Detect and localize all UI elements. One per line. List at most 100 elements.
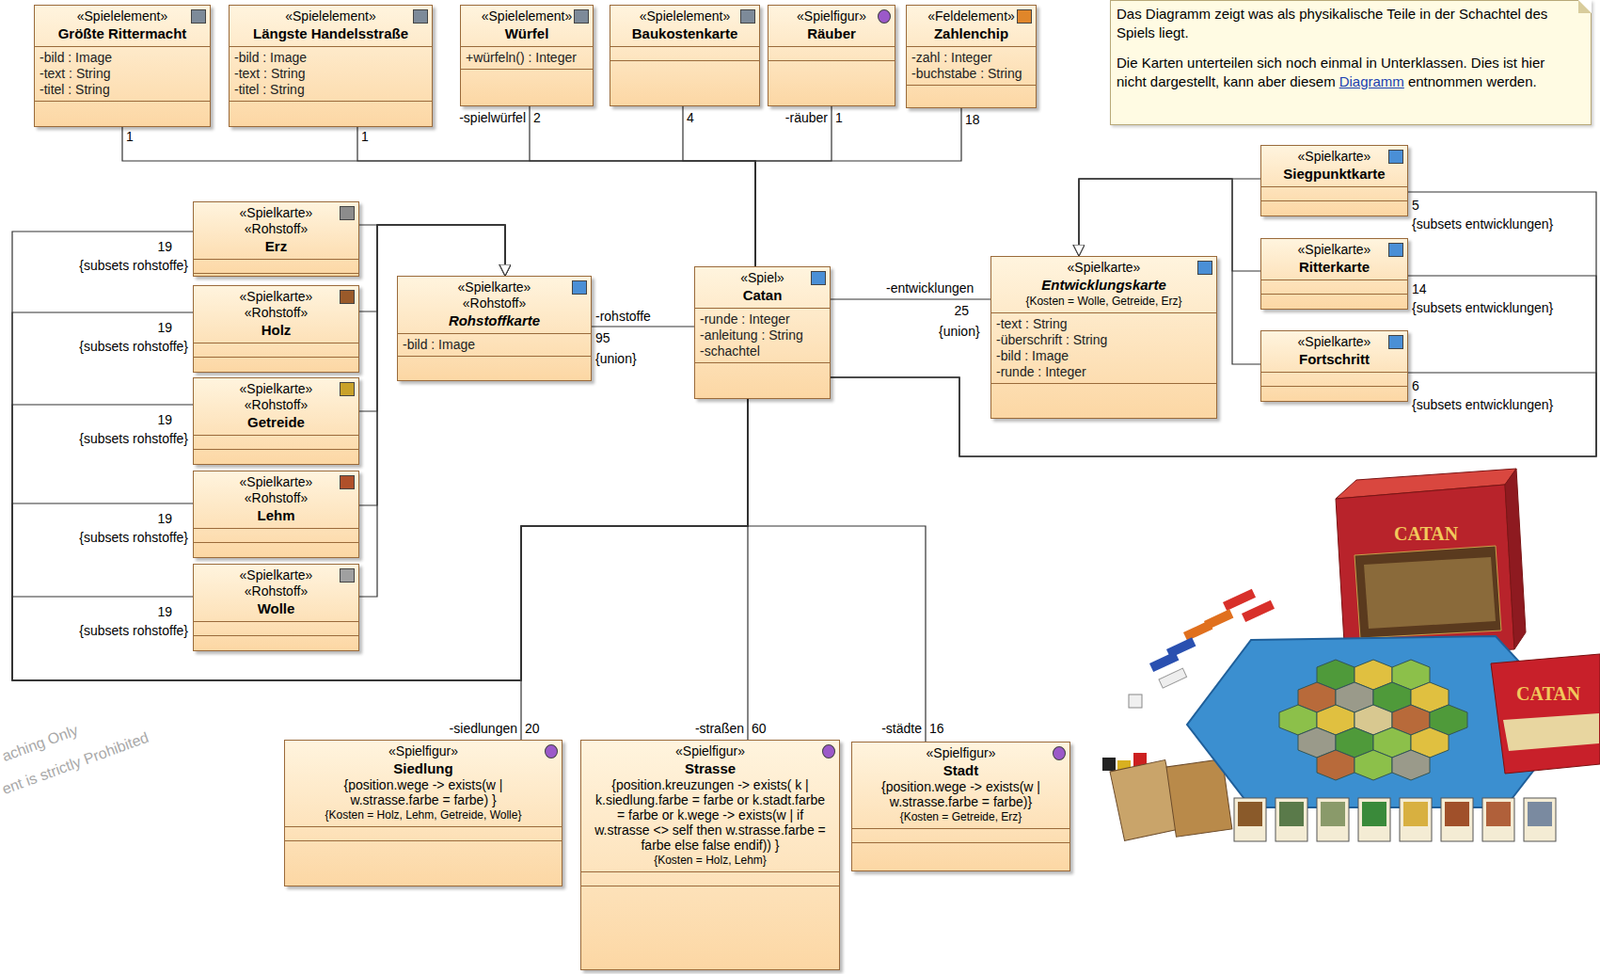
operation-compartment — [193, 449, 359, 464]
role-label: 16 — [929, 720, 945, 736]
class-name: Stadt — [865, 760, 1057, 779]
class-box: «Spielkarte»«Rohstoff»Rohstoffkarte-bild… — [396, 275, 592, 381]
class-name: Erz — [206, 237, 346, 255]
attribute-compartment — [193, 435, 359, 450]
name-compartment: «Spielfigur»Räuber — [768, 5, 895, 48]
attribute-compartment — [1261, 187, 1408, 202]
note-text: entnommen werden. — [1408, 73, 1537, 90]
operation-compartment — [1261, 201, 1408, 216]
operation-compartment — [193, 273, 359, 276]
association-line — [12, 398, 748, 681]
attribute: -zahl : Integer — [911, 49, 1031, 66]
name-compartment: «Spielfigur»Stadt{position.wege -> exist… — [852, 742, 1070, 829]
association-line — [12, 398, 748, 681]
operation-compartment — [193, 357, 359, 372]
class-name: Zahlenchip — [919, 24, 1023, 43]
class-name: Entwicklungskarte — [1004, 275, 1204, 294]
attribute: -runde : Integer — [699, 311, 825, 328]
cost-constraint: {Kosten = Getreide, Erz} — [865, 808, 1057, 824]
class-name: Getreide — [206, 412, 346, 431]
role-label: -siedlungen — [449, 720, 518, 736]
stereotype: «Spielkarte» — [1004, 259, 1204, 276]
class-name: Längste Handelsstraße — [242, 24, 419, 43]
attribute: -schachtel — [699, 343, 825, 360]
stereotype-icon — [1016, 9, 1032, 24]
role-label: 95 — [595, 330, 611, 346]
class-box: «Spielkarte»«Rohstoff»Lehm — [192, 470, 360, 558]
class-box: «Spielkarte»«Rohstoff»Erz — [192, 201, 360, 277]
class-name: Räuber — [781, 24, 882, 43]
class-name: Baukostenkarte — [623, 24, 746, 43]
stereotype: «Spielkarte» — [206, 380, 346, 397]
role-label: 1 — [835, 110, 843, 126]
name-compartment: «Spielelement»Größte Rittermacht — [34, 5, 210, 48]
operation-compartment — [1261, 386, 1408, 401]
stereotype: «Feldelement» — [919, 8, 1023, 25]
class-box: «Spielkarte»«Rohstoff»Holz — [192, 285, 360, 373]
class-name: Strasse — [594, 759, 826, 777]
class-name: Wolle — [206, 599, 346, 618]
stereotype-icon — [190, 9, 206, 24]
name-compartment: «Spielfigur»Siedlung{position.wege -> ex… — [285, 740, 562, 827]
stereotype: «Rohstoff» — [206, 490, 346, 507]
stereotype: «Spielkarte» — [206, 474, 346, 491]
operation-compartment — [695, 363, 830, 398]
operation-compartment — [460, 69, 593, 106]
attribute-compartment — [768, 47, 895, 62]
class-name: Siedlung — [298, 759, 549, 777]
name-compartment: «Spielelement»Längste Handelsstraße — [229, 5, 432, 48]
role-label: 19 — [157, 510, 173, 526]
attribute: -bild : Image — [234, 49, 428, 66]
name-compartment: «Spielkarte»«Rohstoff»Lehm — [193, 471, 359, 529]
note-box: Das Diagramm zeigt was als physikalische… — [1109, 0, 1592, 126]
stereotype: «Spielkarte» — [1274, 241, 1395, 258]
role-label: 5 — [1411, 197, 1420, 213]
name-compartment: «Spielelement»Baukostenkarte — [610, 5, 760, 48]
class-box: «Feldelement»Zahlenchip-zahl : Integer-b… — [905, 4, 1037, 109]
stereotype-icon — [1197, 260, 1213, 275]
stereotype: «Spielkarte» — [411, 279, 578, 296]
class-box: «Spielfigur»Siedlung{position.wege -> ex… — [284, 739, 563, 887]
role-label: -rohstoffe — [595, 308, 651, 324]
role-label: -städte — [881, 720, 922, 736]
note-paragraph: Die Karten unterteilen sich noch einmal … — [1116, 53, 1563, 92]
association-line — [357, 126, 756, 267]
name-compartment: «Spielelement»Würfel — [460, 5, 593, 48]
role-label: {subsets rohstoffe} — [79, 430, 189, 446]
class-box: «Spielkarte»Entwicklungskarte{Kosten = W… — [990, 255, 1218, 419]
stereotype: «Spielelement» — [47, 8, 197, 25]
role-label: 19 — [157, 319, 173, 335]
role-label: 25 — [953, 302, 969, 318]
stereotype-icon — [339, 205, 355, 221]
role-label: 4 — [686, 110, 695, 126]
stereotype-icon — [544, 744, 558, 759]
cost-constraint: {Kosten = Holz, Lehm} — [594, 852, 826, 868]
role-label: 2 — [533, 110, 541, 126]
stereotype-icon — [740, 9, 756, 24]
association-line — [12, 398, 748, 681]
class-box: «Spielkarte»«Rohstoff»Wolle — [192, 563, 360, 651]
class-box: «Spielfigur»Strasse{position.kreuzungen … — [580, 739, 840, 970]
attribute-compartment: -bild : Image-text : String-titel : Stri… — [229, 47, 432, 102]
generalization-arrow — [359, 224, 506, 276]
class-box: «Spiel»Catan-runde : Integer-anleitung :… — [694, 266, 831, 399]
stereotype-icon — [1388, 334, 1404, 349]
operation-compartment — [852, 842, 1070, 871]
role-label: -räuber — [785, 110, 828, 126]
class-name: Größte Rittermacht — [47, 24, 197, 43]
role-label: {subsets entwicklungen} — [1411, 216, 1553, 232]
stereotype: «Spielkarte» — [206, 205, 346, 222]
class-name: Lehm — [206, 506, 346, 524]
stereotype: «Spielfigur» — [298, 743, 549, 760]
role-label: 19 — [157, 603, 173, 619]
stereotype: «Spielfigur» — [781, 8, 882, 25]
association-line — [755, 108, 962, 267]
class-box: «Spielelement»Baukostenkarte — [609, 4, 761, 107]
attribute-compartment — [193, 621, 359, 636]
stereotype-icon — [339, 381, 355, 397]
attribute: -titel : String — [39, 81, 206, 98]
operation-compartment — [991, 383, 1217, 418]
stereotype: «Rohstoff» — [411, 295, 578, 312]
operation-compartment — [581, 886, 840, 969]
attribute-compartment — [193, 259, 359, 274]
